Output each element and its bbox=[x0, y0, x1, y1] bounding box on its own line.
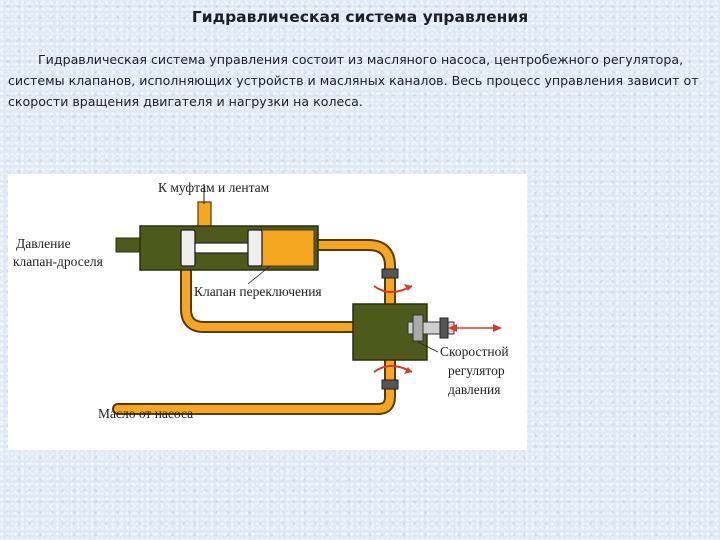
valve-spool-stem bbox=[194, 242, 249, 254]
label-governor-2: регулятор bbox=[448, 363, 505, 378]
label-shift-valve: Клапан переключения bbox=[194, 284, 322, 299]
label-oil-from-pump: Масло от насоса bbox=[98, 406, 193, 421]
valve-spool-land-right bbox=[247, 229, 263, 267]
label-throttle-pressure-2: клапан-дроселя bbox=[13, 254, 103, 269]
slide-title: Гидравлическая система управления bbox=[191, 8, 529, 26]
governor-sensor bbox=[439, 317, 449, 339]
rotation-arrowhead-top bbox=[404, 284, 412, 291]
governor-weight bbox=[412, 314, 424, 342]
channel-fitting-bottom bbox=[381, 379, 399, 390]
shift-valve-leader bbox=[247, 265, 271, 285]
governor-arrow-left bbox=[448, 324, 457, 332]
governor-arrow-right bbox=[493, 324, 502, 332]
label-governor-3: давления bbox=[448, 382, 500, 397]
governor-leader bbox=[417, 341, 439, 353]
channel-fitting-top bbox=[381, 268, 399, 279]
label-governor-1: Скоростной bbox=[440, 344, 509, 359]
label-to-clutches: К муфтам и лентам bbox=[158, 180, 270, 195]
slide-description: Гидравлическая система управления состои… bbox=[8, 52, 699, 109]
rotation-arrowhead-bottom bbox=[404, 367, 412, 374]
hydraulic-diagram: К муфтам и лентам Давление клапан-дросел… bbox=[8, 174, 527, 450]
label-throttle-pressure-1: Давление bbox=[16, 236, 71, 251]
valve-spool-land-left bbox=[180, 229, 196, 267]
